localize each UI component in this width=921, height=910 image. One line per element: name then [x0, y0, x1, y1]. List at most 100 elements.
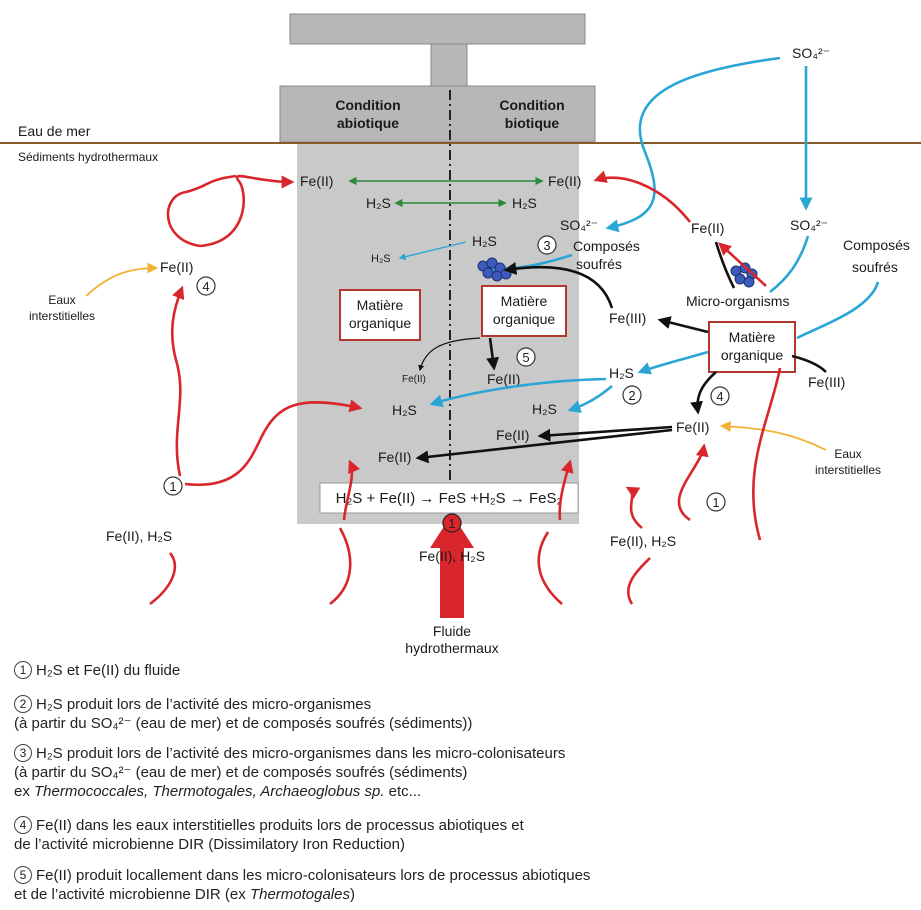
black-line-fe3-right — [791, 354, 827, 373]
h2s-right-label: H₂S — [512, 195, 537, 211]
black-arrow-to-fe2-5 — [486, 337, 500, 371]
black-arrow-fe2-to-bottom-left — [415, 428, 673, 464]
red-arrow-inner-right — [558, 459, 574, 521]
legend-italic: Thermotogales — [249, 886, 350, 903]
so4-top-label: SO₄²⁻ — [792, 45, 830, 61]
black-arrow-fe2-to-bottom-right — [537, 425, 673, 442]
legend-line: (à partir du SO₄²⁻ (eau de mer) et de co… — [14, 715, 473, 732]
matiere-center-line1: Matière — [501, 293, 548, 309]
fe2-small-label: Fe(II) — [402, 374, 426, 385]
condition-biotic-line1: Condition — [499, 97, 564, 113]
marker-1-right-text: 1 — [712, 495, 719, 510]
legend-line: ex — [14, 783, 35, 800]
matiere-box-left — [339, 289, 421, 341]
legend-number: 4 — [14, 816, 32, 834]
matiere-center-line2: organique — [493, 311, 555, 327]
reaction-equation: H₂S + Fe(II) → FeS +H₂S → FeS₂ — [336, 490, 563, 507]
composes-center-line2: soufrés — [576, 256, 622, 272]
matiere-left-line2: organique — [349, 315, 411, 331]
red-arrow-right-from-bottom — [677, 443, 709, 522]
blue-arrow-to-h2s-bottom-left — [429, 377, 607, 408]
matiere-left-line1: Matière — [357, 297, 404, 313]
matiere-box-right — [708, 321, 796, 373]
fluide-line2: hydrothermaux — [405, 640, 498, 656]
fe2-microorg-label: Fe(II) — [691, 220, 724, 236]
legend-line: H₂S produit lors de l’activité des micro… — [36, 745, 566, 762]
red-arrow-left-vertical — [170, 285, 185, 477]
fe2-5-label: Fe(II) — [487, 371, 520, 387]
matiere-box-center — [481, 285, 567, 337]
matiere-right-line1: Matière — [729, 329, 776, 345]
red-curve-under-right — [537, 531, 563, 605]
so4-center-label: SO₄²⁻ — [560, 217, 598, 233]
legend-line: et de l’activité microbienne DIR (ex — [14, 886, 250, 903]
matiere-right-line2: organique — [721, 347, 783, 363]
eaux-right-line2: interstitielles — [815, 463, 881, 477]
legend-line: (à partir du SO₄²⁻ (eau de mer) et de co… — [14, 764, 468, 781]
black-arrow-matiere-to-fe2 — [690, 371, 717, 415]
legend-line: de l’activité microbienne DIR (Dissimila… — [14, 836, 405, 853]
marker-4-left-text: 4 — [202, 279, 209, 294]
source-center-label: Fe(II), H₂S — [419, 548, 485, 564]
black-arrow-fe2-to-microorg — [714, 241, 736, 289]
h2s-bottom-left-label: H₂S — [392, 402, 417, 418]
red-curve-right-long — [752, 367, 782, 541]
fe2-bottom-left-label: Fe(II) — [378, 449, 411, 465]
black-arrow-fe3-center — [657, 316, 709, 334]
legend-number: 3 — [14, 744, 32, 762]
marker-3 — [537, 235, 557, 255]
marker-1-left — [163, 476, 183, 496]
marker-2-text: 2 — [628, 388, 635, 403]
blue-arrow-so4-to-colonizer — [605, 56, 781, 233]
marker-3-text: 3 — [543, 238, 550, 253]
fluide-line1: Fluide — [433, 623, 471, 639]
red-curve-left-upper — [166, 174, 237, 248]
fe3-center-label: Fe(III) — [609, 310, 646, 326]
legend-line: H₂S produit lors de l’activité des micro… — [36, 696, 372, 713]
black-arrow-fe3-to-microorg — [503, 262, 614, 309]
legend-line: Fe(II) dans les eaux interstitielles pro… — [36, 817, 524, 834]
condition-abiotic-line2: abiotique — [337, 115, 399, 131]
legend-line: ) — [350, 886, 355, 903]
h2s-far-right-label: H₂S — [609, 365, 634, 381]
condition-biotic-line2: biotique — [505, 115, 560, 131]
orange-arrow-left — [85, 262, 159, 297]
microorganisms-label: Micro-organisms — [686, 293, 789, 309]
device-top-plate — [289, 13, 586, 45]
condition-abiotic-line1: Condition — [335, 97, 400, 113]
blue-arrow-so4-to-microorg — [769, 235, 810, 294]
marker-5-text: 5 — [522, 350, 529, 365]
composes-right-line2: soufrés — [852, 259, 898, 275]
fe2-right-label: Fe(II) — [548, 173, 581, 189]
h2s-bottom-right-label: H₂S — [532, 401, 557, 417]
blue-arrow-h2s-far-right — [637, 350, 709, 375]
marker-2 — [622, 385, 642, 405]
red-arrow-fe2-from-microorg — [718, 242, 767, 287]
fe2-bottom-right-label: Fe(II) — [496, 427, 529, 443]
device-head — [279, 85, 596, 143]
marker-1-left-text: 1 — [169, 479, 176, 494]
red-curve-left-bottom — [149, 552, 177, 606]
eaux-right-line1: Eaux — [834, 447, 861, 461]
legend-line: Fe(II) produit locallement dans les micr… — [36, 867, 591, 884]
red-arrow-right-lower — [625, 486, 643, 530]
marker-1-center-text: 1 — [448, 516, 455, 531]
marker-4-right — [710, 386, 730, 406]
fe3-right-label: Fe(III) — [808, 374, 845, 390]
hydrothermal-diagram: Condition abiotique Condition biotique E… — [0, 13, 921, 656]
source-right-label: Fe(II), H₂S — [610, 533, 676, 549]
marker-1-center — [442, 513, 462, 533]
legend-number: 5 — [14, 866, 32, 884]
so4-mid-label: SO₄²⁻ — [790, 217, 828, 233]
red-arrow-left-to-h2s — [184, 399, 363, 487]
marker-1-right — [706, 492, 726, 512]
eaux-left-line2: interstitielles — [29, 309, 95, 323]
legend-number: 1 — [14, 661, 32, 679]
fe2-right-main-label: Fe(II) — [676, 419, 709, 435]
h2s-center-label: H₂S — [472, 233, 497, 249]
